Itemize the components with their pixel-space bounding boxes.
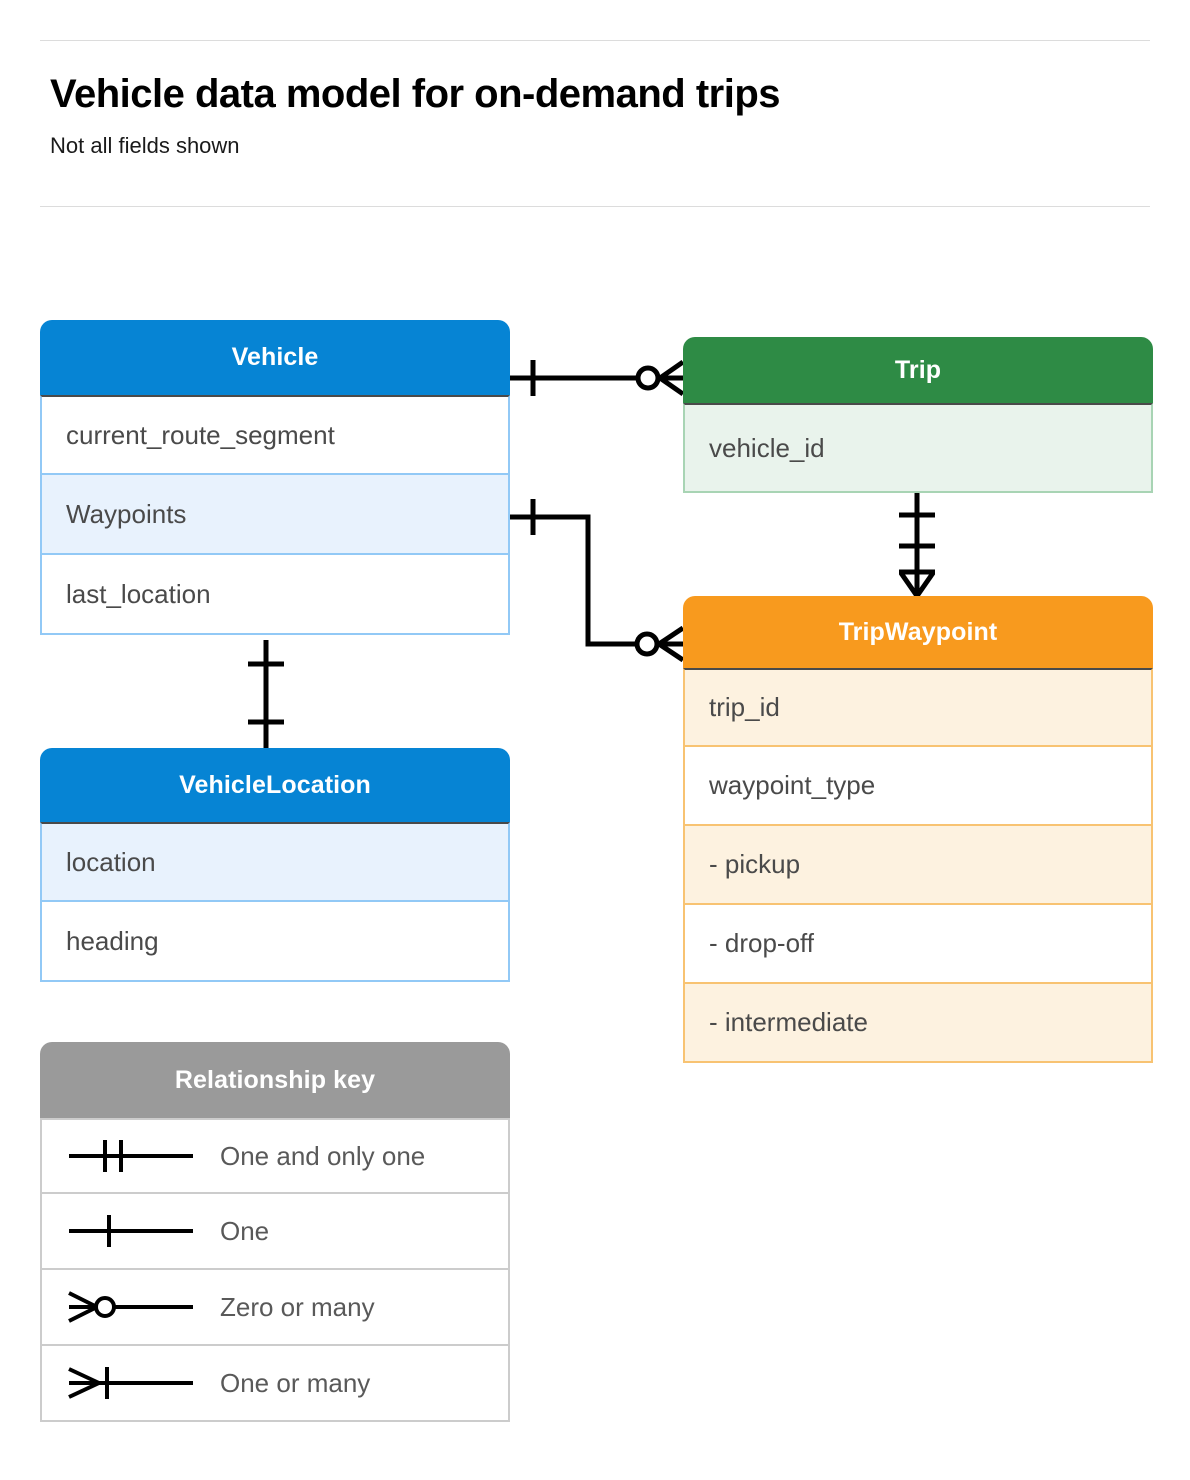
one-or-many-icon xyxy=(42,1361,220,1405)
legend-title: Relationship key xyxy=(40,1042,510,1118)
one-icon xyxy=(42,1209,220,1253)
legend-row: One or many xyxy=(40,1346,510,1422)
entity-vehicle-title: Vehicle xyxy=(40,320,510,395)
entity-vehicle[interactable]: Vehicle current_route_segment Waypoints … xyxy=(40,320,510,635)
field-row[interactable]: - pickup xyxy=(683,826,1153,905)
field-row[interactable]: heading xyxy=(40,902,510,982)
one-and-only-one-icon xyxy=(42,1134,220,1178)
legend-row: One and only one xyxy=(40,1118,510,1194)
entity-vehiclelocation-fields: location heading xyxy=(40,822,510,982)
legend-row: Zero or many xyxy=(40,1270,510,1346)
entity-tripwaypoint-title: TripWaypoint xyxy=(683,596,1153,668)
entity-trip[interactable]: Trip vehicle_id xyxy=(683,337,1153,493)
legend-row: One xyxy=(40,1194,510,1270)
relationship-key-legend: Relationship key One and only one One xyxy=(40,1042,510,1422)
entity-trip-title: Trip xyxy=(683,337,1153,403)
legend-label: One xyxy=(220,1215,270,1246)
entity-vehiclelocation-title: VehicleLocation xyxy=(40,748,510,822)
header-divider-top xyxy=(40,40,1150,41)
field-row[interactable]: last_location xyxy=(40,555,510,635)
field-row[interactable]: current_route_segment xyxy=(40,395,510,475)
field-row[interactable]: - drop-off xyxy=(683,905,1153,984)
entity-tripwaypoint-fields: trip_id waypoint_type - pickup - drop-of… xyxy=(683,668,1153,1063)
page-subtitle: Not all fields shown xyxy=(50,133,240,158)
field-row[interactable]: - intermediate xyxy=(683,984,1153,1063)
field-row[interactable]: location xyxy=(40,822,510,902)
page-title: Vehicle data model for on-demand trips xyxy=(50,72,781,116)
field-row[interactable]: trip_id xyxy=(683,668,1153,747)
zero-or-many-icon xyxy=(42,1285,220,1329)
header-divider-bottom xyxy=(40,206,1150,207)
field-row[interactable]: vehicle_id xyxy=(683,403,1153,493)
entity-vehiclelocation[interactable]: VehicleLocation location heading xyxy=(40,748,510,982)
legend-label: One and only one xyxy=(220,1140,426,1171)
field-row[interactable]: Waypoints xyxy=(40,475,510,555)
entity-vehicle-fields: current_route_segment Waypoints last_loc… xyxy=(40,395,510,635)
entity-tripwaypoint[interactable]: TripWaypoint trip_id waypoint_type - pic… xyxy=(683,596,1153,1063)
legend-label: Zero or many xyxy=(220,1291,375,1322)
legend-label: One or many xyxy=(220,1367,371,1398)
field-row[interactable]: waypoint_type xyxy=(683,747,1153,826)
entity-trip-fields: vehicle_id xyxy=(683,403,1153,493)
